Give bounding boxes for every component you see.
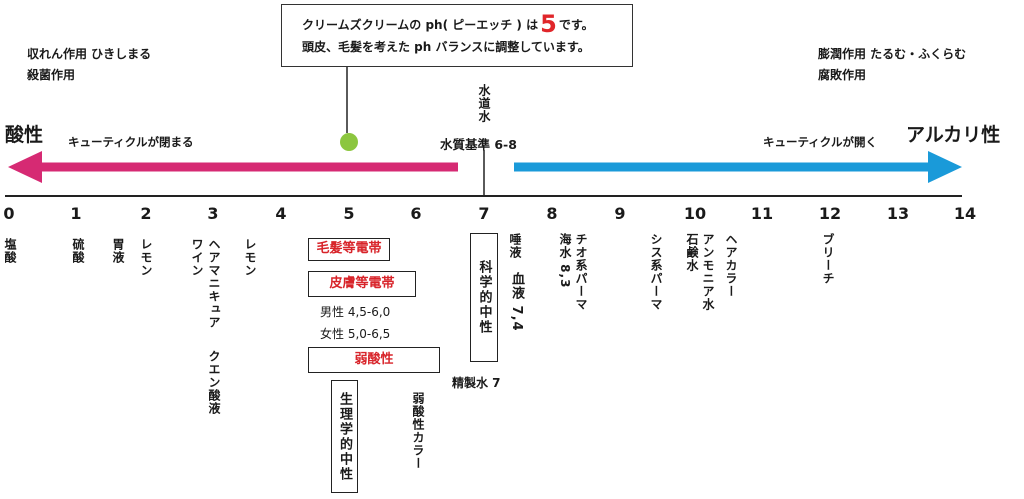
substance-lemon-1: レモン — [139, 238, 153, 277]
alkali-title: アルカリ性 — [906, 124, 1001, 146]
male-skin-range: 男性 4,5-6,0 — [320, 305, 391, 319]
substance-citric-acid: クエン酸液 — [207, 350, 221, 415]
substance-cys-perm: シス系パーマ — [649, 233, 663, 311]
callout-line1-pre: クリームズクリームの ph( ピーエッチ ) は — [302, 18, 539, 32]
ph-number-5: 5 — [343, 204, 355, 223]
ph-number-14: 14 — [953, 204, 977, 223]
substance-ammonia-water: アンモニア水 — [701, 233, 715, 311]
tap-water-label: 水道水 — [477, 84, 491, 123]
substance-hydrochloric-acid: 塩酸 — [3, 238, 17, 264]
ph-number-8: 8 — [546, 204, 558, 223]
female-skin-range: 女性 5,0-6,5 — [320, 327, 391, 341]
substance-sulfuric-acid: 硫酸 — [71, 238, 85, 264]
substance-weak-acid-color: 弱酸性カラー — [411, 392, 425, 470]
substance-hair-color: ヘアカラー — [724, 233, 738, 298]
alkali-effect-2: 腐敗作用 — [818, 68, 867, 82]
acid-title: 酸性 — [5, 124, 44, 146]
acid-arrow-label: キューティクルが閉まる — [68, 135, 194, 149]
purified-water-label: 精製水 7 — [452, 376, 501, 390]
ph-number-4: 4 — [275, 204, 287, 223]
alkali-arrow-head — [928, 151, 962, 183]
ph-number-1: 1 — [70, 204, 82, 223]
substance-saliva: 唾液 — [508, 233, 522, 259]
hair-isoelectric-zone: 毛髪等電帯 — [308, 238, 390, 261]
acid-effect-1: 収れん作用 ひきしまる — [27, 47, 152, 61]
acid-arrow-head — [8, 151, 42, 183]
substance-wine: ワイン — [190, 238, 204, 277]
ph-number-13: 13 — [886, 204, 910, 223]
ph-number-2: 2 — [140, 204, 152, 223]
ph-number-3: 3 — [207, 204, 219, 223]
callout-line1-post: です。 — [558, 18, 594, 32]
ph-number-6: 6 — [410, 204, 422, 223]
weak-acid-zone: 弱酸性 — [308, 347, 440, 373]
substance-blood: 血液 7,4 — [509, 272, 524, 332]
alkali-effects: 膨潤作用 たるむ・ふくらむ 腐敗作用 — [818, 44, 966, 86]
substance-bleach: ブリーチ — [821, 233, 835, 285]
physiological-neutral-box: 生理学的中性 — [331, 380, 358, 493]
acid-effect-2: 殺菌作用 — [27, 68, 76, 82]
callout-ph-value: 5 — [540, 10, 557, 38]
substance-soap-water: 石鹸水 — [685, 233, 699, 272]
callout-line2: 頭皮、毛髪を考えた ph バランスに調整しています。 — [302, 40, 590, 54]
acid-effects: 収れん作用 ひきしまる 殺菌作用 — [27, 44, 151, 86]
substance-hair-manicure: ヘアマニキュア — [207, 238, 221, 329]
substance-lemon-2: レモン — [243, 238, 257, 277]
substance-gastric-juice: 胃液 — [111, 238, 125, 264]
substance-seawater: 海水 8,3 — [558, 233, 572, 289]
product-ph-marker — [340, 133, 358, 151]
water-standard-label: 水質基準 6-8 — [440, 137, 517, 152]
ph-number-11: 11 — [750, 204, 774, 223]
alkali-arrow-label: キューティクルが開く — [763, 135, 877, 149]
ph-number-7: 7 — [478, 204, 490, 223]
alkali-effect-1: 膨潤作用 たるむ・ふくらむ — [818, 47, 967, 61]
ph-number-9: 9 — [614, 204, 626, 223]
skin-isoelectric-zone: 皮膚等電帯 — [308, 271, 416, 297]
scientific-neutral-box: 科学的中性 — [470, 233, 498, 362]
ph-number-12: 12 — [818, 204, 842, 223]
substance-thio-perm: チオ系パーマ — [574, 233, 588, 311]
ph-number-10: 10 — [683, 204, 707, 223]
ph-number-0: 0 — [3, 204, 15, 223]
